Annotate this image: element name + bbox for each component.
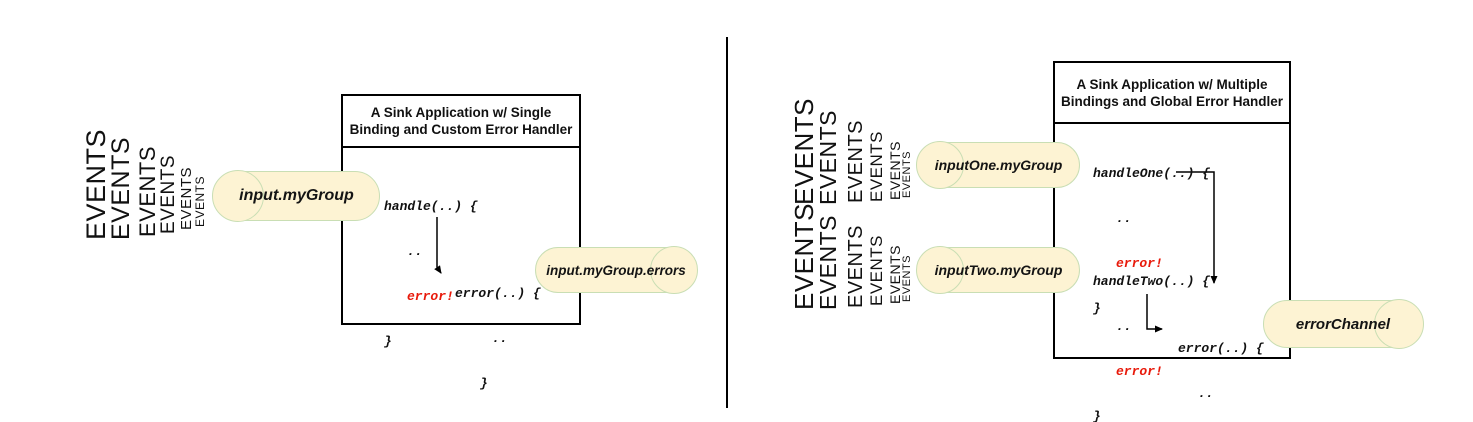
events-label: EVENTS: [867, 130, 886, 202]
events-label: EVENTS: [901, 254, 913, 302]
input-two-mygroup-pill: inputTwo.myGroup: [916, 246, 1080, 294]
events-label: EVENTS: [845, 119, 867, 203]
events-label: EVENTS: [887, 244, 903, 304]
input-two-mygroup-label: inputTwo.myGroup: [934, 262, 1063, 278]
left-error-handler-code: error(..) { .. }: [455, 256, 541, 421]
channel-cap-icon: [650, 246, 698, 294]
events-label: EVENTS: [107, 136, 135, 240]
code-line: ..: [1198, 386, 1214, 401]
right-box-title-line1: A Sink Application w/ Multiple: [1076, 76, 1268, 92]
code-line: error(..) {: [455, 286, 541, 301]
left-box-title-line2: Binding and Custom Error Handler: [349, 122, 573, 137]
right-box-title-line2: Bindings and Global Error Handler: [1060, 93, 1284, 109]
right-box-title: A Sink Application w/ Multiple Bindings …: [1055, 63, 1289, 124]
code-line: ..: [1116, 319, 1132, 334]
input-one-mygroup-pill: inputOne.myGroup: [916, 141, 1080, 189]
code-line-error: error!: [1116, 256, 1163, 271]
events-label: EVENTS: [158, 154, 179, 234]
code-line: ..: [492, 331, 508, 346]
code-line: handle(..) {: [384, 199, 478, 214]
vertical-divider: [726, 37, 728, 408]
error-channel-label: errorChannel: [1295, 315, 1391, 333]
events-label: EVENTS: [815, 214, 841, 310]
events-label: EVENTS: [178, 166, 195, 230]
channel-cap-icon: [212, 170, 264, 222]
code-line: error(..) {: [1178, 341, 1264, 356]
left-sink-application-box: A Sink Application w/ Single Binding and…: [341, 94, 581, 325]
events-label: EVENTS: [789, 202, 819, 310]
code-line: ..: [407, 244, 423, 259]
left-handler-code: handle(..) { .. error! }: [384, 169, 478, 379]
input-one-mygroup-label: inputOne.myGroup: [934, 157, 1063, 173]
events-label: EVENTS: [845, 224, 867, 308]
left-box-title-line1: A Sink Application w/ Single: [370, 105, 552, 120]
events-label: EVENTS: [867, 234, 886, 306]
code-line-error: error!: [407, 289, 454, 304]
channel-cap-icon: [1374, 299, 1424, 349]
events-label: EVENTS: [193, 175, 207, 227]
code-line: }: [384, 334, 392, 349]
right-error-handler-code: error(..) { .. }: [1178, 311, 1264, 422]
code-line: handleOne(..) {: [1093, 166, 1211, 181]
input-mygroup-errors-label: input.myGroup.errors: [546, 262, 686, 278]
events-label: EVENTS: [135, 145, 160, 237]
input-mygroup-label: input.myGroup: [239, 187, 354, 204]
right-sink-application-box: A Sink Application w/ Multiple Bindings …: [1053, 61, 1291, 359]
events-label: EVENTS: [901, 150, 913, 198]
error-channel-pill: errorChannel: [1263, 299, 1424, 349]
code-line: }: [1093, 409, 1101, 422]
events-label: EVENTS: [789, 97, 819, 205]
channel-cap-icon: [916, 141, 964, 189]
code-line: }: [1093, 301, 1101, 316]
events-label: EVENTS: [815, 109, 841, 205]
channel-cap-icon: [916, 246, 964, 294]
code-line-error: error!: [1116, 364, 1163, 379]
left-box-title: A Sink Application w/ Single Binding and…: [343, 96, 579, 148]
events-label: EVENTS: [81, 128, 111, 240]
code-line: handleTwo(..) {: [1093, 274, 1211, 289]
code-line: ..: [1116, 211, 1132, 226]
input-mygroup-pill: input.myGroup: [212, 170, 380, 222]
code-line: }: [480, 376, 488, 391]
input-mygroup-errors-pill: input.myGroup.errors: [535, 246, 698, 294]
events-label: EVENTS: [887, 140, 903, 200]
